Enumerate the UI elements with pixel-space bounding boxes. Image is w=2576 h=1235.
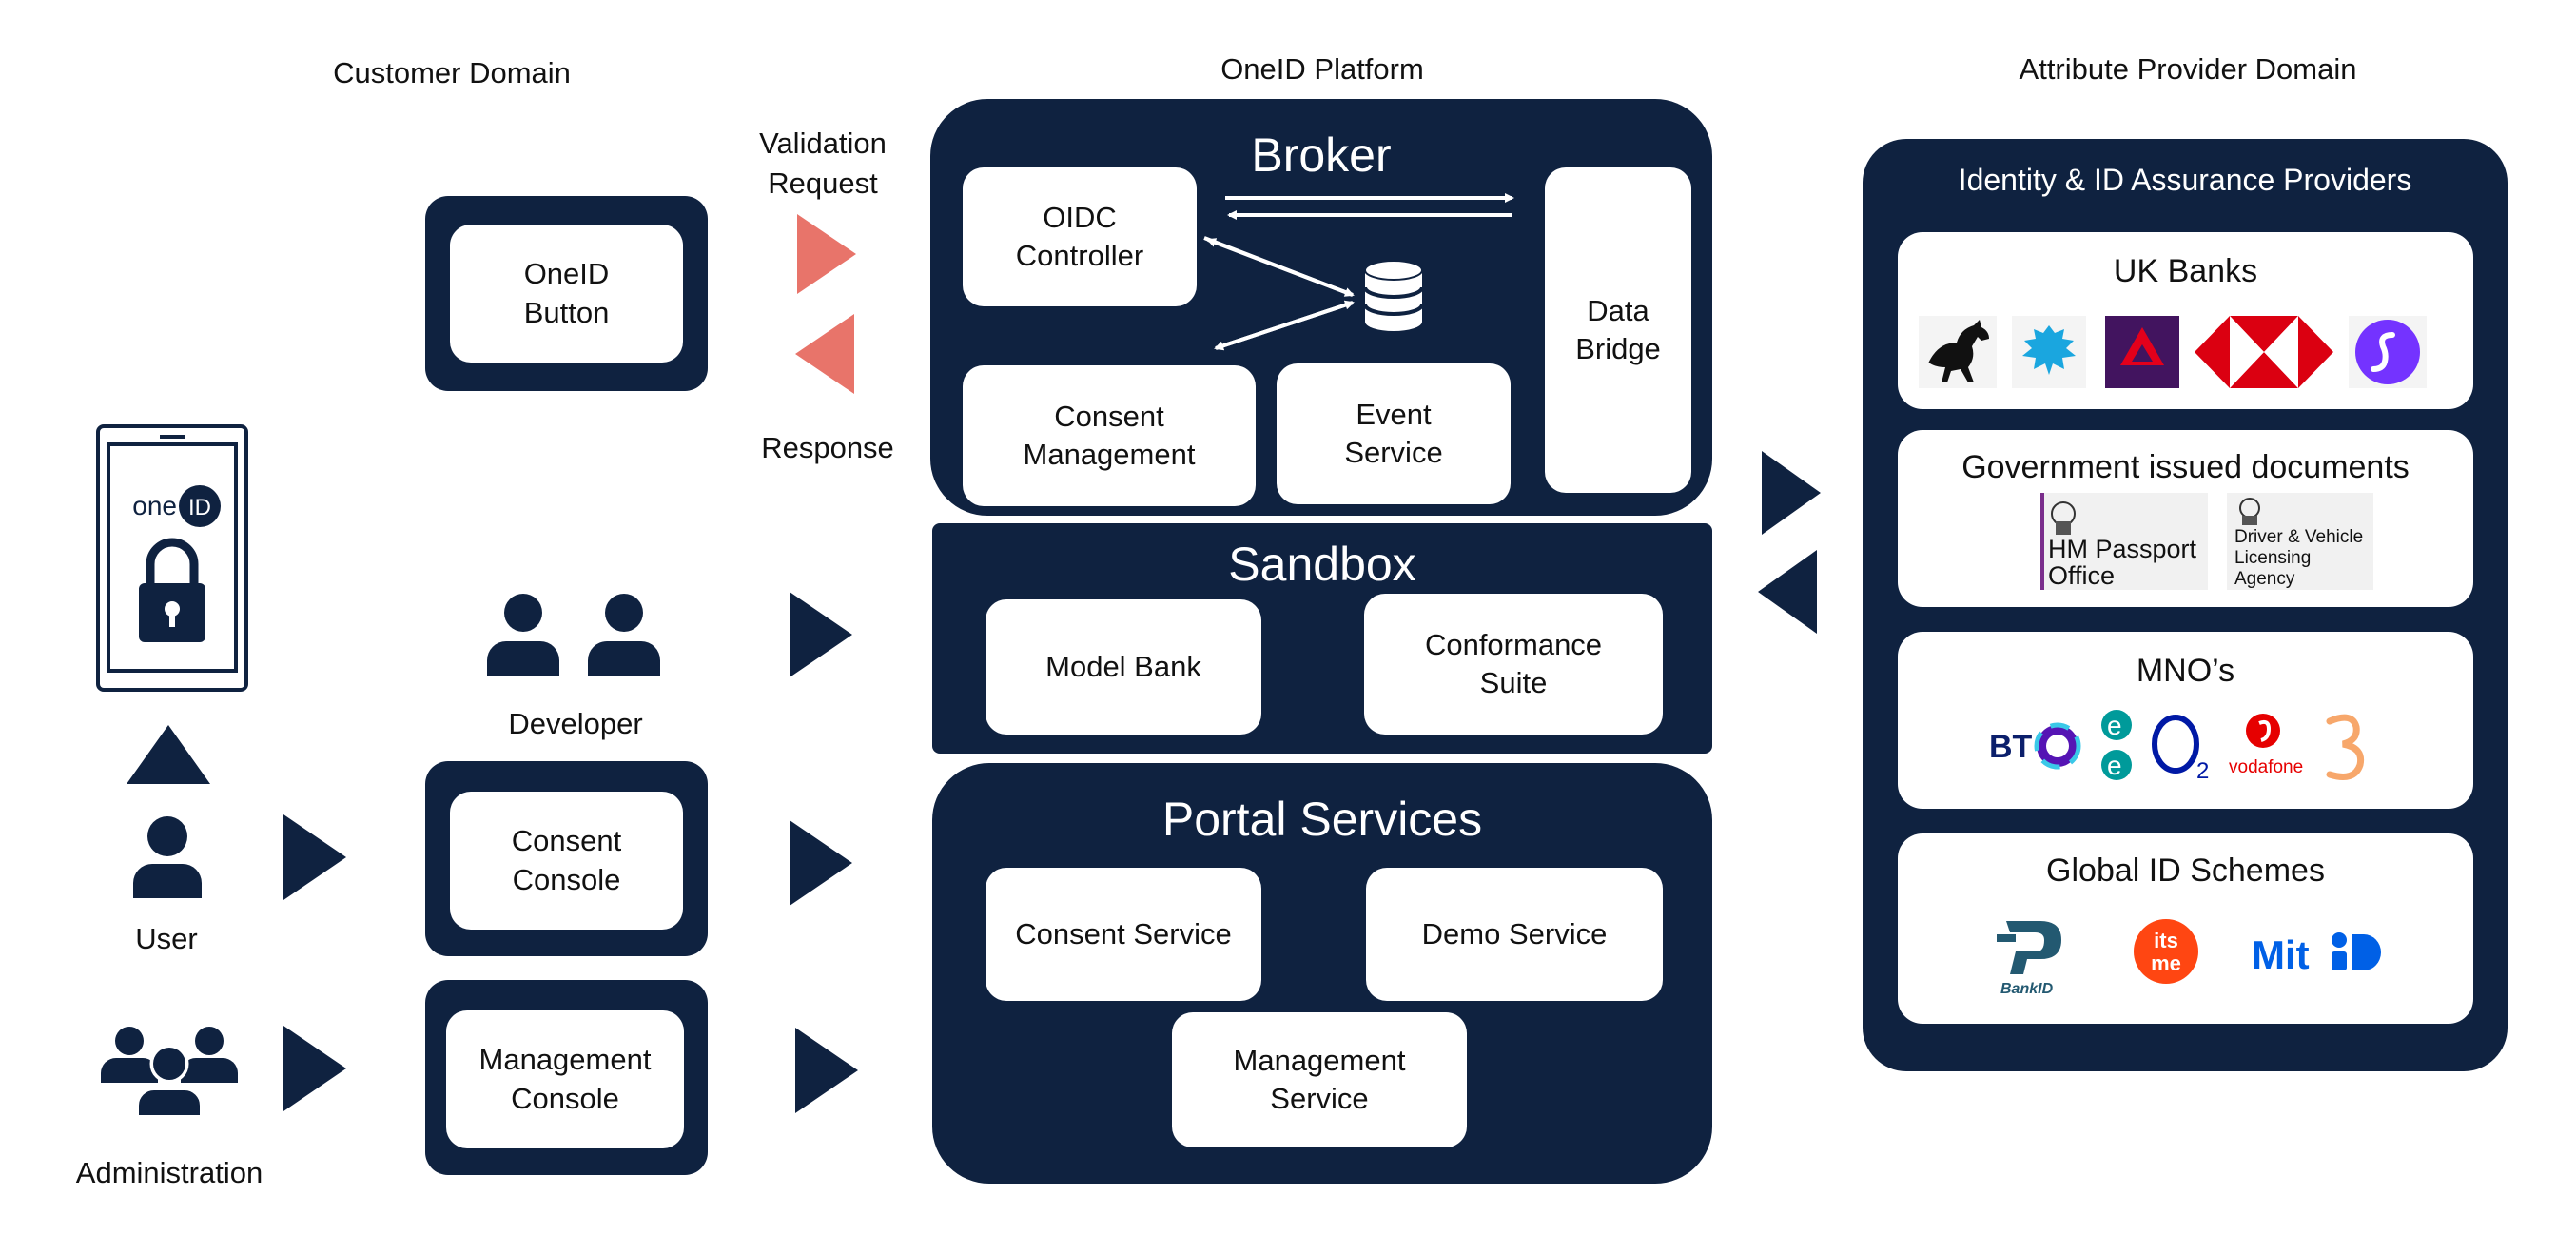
ee-logo: e e	[2101, 710, 2132, 780]
up-arrow-icon	[127, 725, 210, 784]
vodafone-logo: vodafone	[2229, 714, 2303, 777]
admin-to-management-arrow-icon	[283, 1026, 346, 1111]
model-bank[interactable]: Model Bank	[986, 599, 1261, 735]
svg-text:BT: BT	[1989, 729, 2033, 765]
bankid-logo: BankID	[1997, 921, 2061, 997]
oneid-button[interactable]: OneID Button	[450, 225, 683, 363]
management-console-panel: Management Console	[425, 980, 708, 1175]
response-arrow-icon	[795, 314, 854, 394]
mno-card: MNO’s BT e e 2 vodafone	[1898, 632, 2473, 809]
global-id-logos: BankID its me Mit	[1989, 913, 2389, 999]
lloyds-horse-icon	[1919, 316, 1997, 388]
svg-text:2: 2	[2196, 758, 2209, 784]
customer-domain-header: Customer Domain	[333, 56, 571, 89]
uk-banks-title: UK Banks	[2113, 253, 2258, 289]
itsme-logo: its me	[2134, 919, 2198, 984]
global-id-card: Global ID Schemes BankID its me Mit	[1898, 833, 2473, 1024]
mno-title: MNO’s	[2136, 653, 2235, 689]
government-documents-title: Government issued documents	[1961, 449, 2410, 485]
portal-services-panel: Portal Services Consent Service Demo Ser…	[932, 763, 1712, 1184]
svg-text:Mit: Mit	[2252, 932, 2310, 977]
dvla-logo: Driver & Vehicle Licensing Agency	[2227, 493, 2373, 590]
barclays-eagle-icon	[2012, 316, 2086, 388]
sandbox-title: Sandbox	[1228, 538, 1416, 591]
event-service[interactable]: Event Service	[1277, 363, 1511, 504]
consent-to-portal-arrow-icon	[790, 820, 852, 906]
sandbox-panel: Sandbox Model Bank Conformance Suite	[932, 523, 1712, 754]
administration-label: Administration	[75, 1156, 263, 1189]
conformance-suite[interactable]: Conformance Suite	[1364, 594, 1663, 735]
portal-services-title: Portal Services	[1161, 793, 1483, 846]
database-icon	[1363, 260, 1424, 331]
oidc-controller[interactable]: OIDC Controller	[963, 167, 1197, 306]
providers-title: Identity & ID Assurance Providers	[1958, 163, 2412, 197]
user-icon	[131, 816, 204, 898]
hsbc-icon	[2195, 316, 2333, 388]
management-console[interactable]: Management Console	[446, 1010, 684, 1148]
broker-title: Broker	[1251, 128, 1392, 182]
user-label: User	[135, 922, 198, 955]
platform-to-providers-arrow-icon	[1762, 451, 1821, 535]
consent-management[interactable]: Consent Management	[963, 365, 1256, 506]
natwest-icon	[2105, 316, 2179, 388]
demo-service[interactable]: Demo Service	[1366, 868, 1663, 1001]
bt-logo: BT	[1989, 722, 2081, 770]
svg-text:e: e	[2107, 711, 2122, 740]
government-documents-card: Government issued documents HM Passport …	[1898, 430, 2473, 607]
uk-banks-card: UK Banks	[1898, 232, 2473, 409]
svg-text:HM Passport: HM Passport	[2048, 535, 2197, 563]
user-to-consent-arrow-icon	[283, 814, 346, 900]
validation-request-label: Validation Request	[759, 127, 887, 200]
svg-text:Agency: Agency	[2234, 569, 2295, 589]
svg-text:its: its	[2154, 929, 2178, 952]
providers-to-platform-arrow-icon	[1758, 550, 1817, 634]
data-bridge[interactable]: Data Bridge	[1545, 167, 1691, 493]
request-arrow-icon	[797, 214, 856, 294]
phone-logo-text-id: ID	[188, 495, 211, 520]
mitid-logo: Mit	[2252, 932, 2381, 977]
starling-icon	[2349, 316, 2427, 388]
response-label: Response	[761, 431, 894, 464]
three-logo	[2326, 714, 2365, 780]
developer-to-sandbox-arrow-icon	[790, 592, 852, 677]
consent-service[interactable]: Consent Service	[986, 868, 1261, 1001]
broker-connector-arrows	[1203, 193, 1514, 351]
developer-label: Developer	[508, 707, 643, 740]
developer-group-icon	[483, 592, 664, 676]
svg-text:vodafone: vodafone	[2229, 757, 2303, 777]
management-service[interactable]: Management Service	[1172, 1012, 1467, 1147]
platform-header: OneID Platform	[1220, 52, 1424, 86]
management-to-portal-arrow-icon	[795, 1028, 858, 1113]
svg-text:me: me	[2151, 951, 2181, 975]
government-logos: HM Passport Office Driver & Vehicle Lice…	[2040, 493, 2383, 592]
mno-logos: BT e e 2 vodafone	[1989, 710, 2389, 790]
consent-console-panel: Consent Console	[425, 761, 708, 956]
o2-logo: 2	[2152, 715, 2209, 784]
broker-panel: Broker OIDC Controller Consent Managemen…	[930, 99, 1712, 516]
administration-group-icon	[99, 1026, 240, 1117]
bank-logos	[1919, 314, 2451, 390]
hm-passport-office-logo: HM Passport Office	[2040, 493, 2208, 590]
svg-text:Driver & Vehicle: Driver & Vehicle	[2234, 527, 2363, 547]
phone-icon: one ID	[95, 423, 249, 693]
phone-logo-text-one: one	[132, 491, 177, 520]
svg-text:e: e	[2107, 751, 2122, 780]
svg-text:Office: Office	[2048, 561, 2115, 590]
consent-console[interactable]: Consent Console	[450, 792, 683, 930]
svg-text:Licensing: Licensing	[2234, 548, 2311, 568]
oneid-button-panel: OneID Button	[425, 196, 708, 391]
svg-text:BankID: BankID	[2000, 981, 2054, 997]
attribute-domain-header: Attribute Provider Domain	[2019, 52, 2357, 86]
global-id-title: Global ID Schemes	[2046, 853, 2325, 889]
